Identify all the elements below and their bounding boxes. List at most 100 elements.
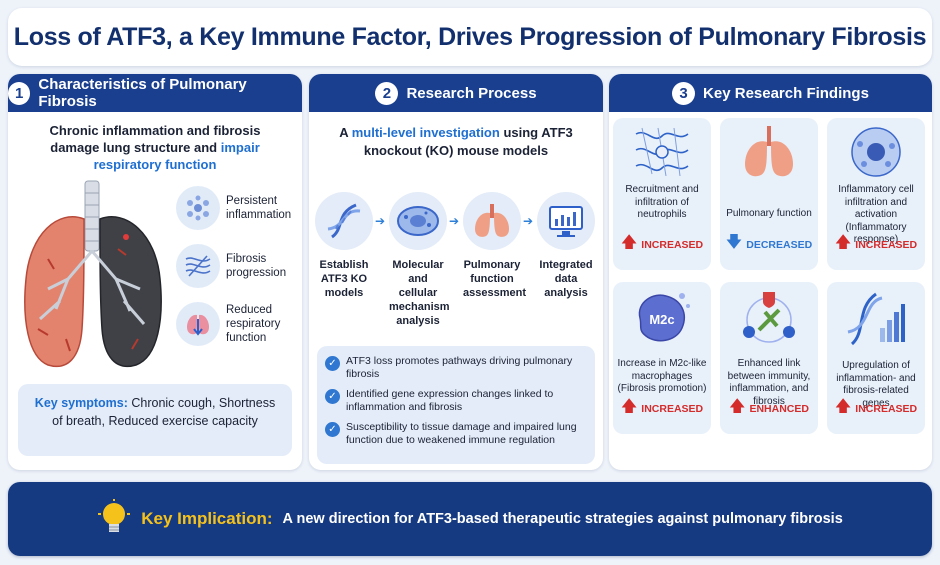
intro-highlight: multi-level investigation — [351, 125, 500, 140]
panel-title: Key Research Findings — [703, 84, 869, 102]
panel-header: 2 Research Process — [309, 74, 603, 112]
process-step: Establish ATF3 KO models — [315, 192, 373, 300]
step-number-badge: 1 — [8, 81, 31, 105]
process-step: Integrated data analysis — [537, 192, 595, 300]
arrow-up-icon: 🡅 — [620, 398, 638, 415]
title-bar: Loss of ATF3, a Key Immune Factor, Drive… — [8, 8, 932, 66]
check-icon: ✓ — [325, 389, 340, 404]
monitor-chart-icon — [537, 192, 595, 250]
panel-title: Research Process — [406, 84, 537, 102]
finding-card: Enhanced link between immunity, inflamma… — [720, 282, 818, 434]
characteristic-label: Fibrosis progression — [226, 253, 287, 279]
macrophage-icon: M2c — [638, 293, 690, 342]
panel-header: 3 Key Research Findings — [609, 74, 932, 112]
status-indicator: 🡅 INCREASED — [831, 231, 921, 258]
symptoms-text: Chronic cough, Shortness of breath, Redu… — [52, 396, 276, 428]
fibrosis-fibers-icon — [176, 244, 220, 288]
key-symptoms-box: Key symptoms: Chronic cough, Shortness o… — [18, 384, 292, 456]
finding-card: Inflammatory cell infiltration and activ… — [827, 118, 925, 270]
finding-item: ✓ Identified gene expression changes lin… — [325, 388, 587, 414]
lungs-illustration-icon — [24, 180, 162, 368]
finding-label: Upregulation of inflammation- and fibros… — [836, 360, 916, 409]
status-indicator: 🡇 DECREASED — [724, 231, 814, 258]
characteristic-label: Reduced respiratory function — [226, 304, 281, 344]
process-step: Pulmonary function assessment — [463, 192, 526, 300]
key-findings-panel: 3 Key Research Findings Recruitment and … — [609, 74, 932, 470]
key-implication-banner: Key Implication: A new direction for ATF… — [8, 482, 932, 556]
finding-text: ATF3 loss promotes pathways driving pulm… — [346, 355, 573, 380]
arrow-up-icon: 🡅 — [834, 234, 852, 251]
arrow-right-icon: ➔ — [449, 214, 460, 228]
dna-icon — [315, 192, 373, 250]
reduced-lung-icon — [176, 302, 220, 346]
finding-item: ✓ ATF3 loss promotes pathways driving pu… — [325, 355, 587, 381]
intro-text: using ATF3 knockout (KO) mouse models — [363, 125, 573, 158]
panel-title: Characteristics of Pulmonary Fibrosis — [38, 76, 247, 110]
status-text: INCREASED — [641, 402, 704, 415]
status-indicator: 🡅 INCREASED — [617, 395, 707, 422]
step-label: Integrated data analysis — [539, 259, 593, 299]
panel-header: 1 Characteristics of Pulmonary Fibrosis — [8, 74, 302, 112]
status-indicator: 🡅 ENHANCED — [724, 395, 814, 422]
finding-card: Pulmonary function 🡇 DECREASED — [720, 118, 818, 270]
process-step: Molecular and cellular mechanism analysi… — [389, 192, 450, 328]
lungs-icon — [463, 192, 521, 250]
symptoms-label: Key symptoms: — [34, 396, 128, 410]
page-title: Loss of ATF3, a Key Immune Factor, Drive… — [13, 22, 927, 51]
arrow-right-icon: ➔ — [375, 214, 386, 228]
lightbulb-icon — [98, 499, 131, 532]
status-text: INCREASED — [641, 238, 704, 251]
dna-bar-chart-icon — [847, 292, 905, 346]
arrow-up-icon: 🡅 — [729, 398, 746, 415]
inflammatory-cells-icon — [851, 127, 901, 177]
step-label: Establish ATF3 KO models — [319, 259, 369, 299]
finding-card: Upregulation of inflammation- and fibros… — [827, 282, 925, 434]
status-text: INCREASED — [855, 238, 918, 251]
check-icon: ✓ — [325, 356, 340, 371]
intro-text: Chronic inflammation and fibrosis damage… — [49, 123, 261, 155]
characteristic-label: Persistent inflammation — [226, 195, 292, 221]
intro-text: A — [339, 125, 352, 140]
immunity-link-icon — [743, 292, 795, 343]
finding-card: Recruitment and infiltration of neutroph… — [613, 118, 711, 270]
intro-highlight: impair respiratory function — [93, 140, 260, 172]
status-indicator: 🡅 INCREASED — [617, 231, 707, 258]
research-intro: A multi-level investigation using ATF3 k… — [319, 124, 593, 160]
arrow-up-icon: 🡅 — [620, 234, 638, 251]
characteristic-item: Reduced respiratory function — [176, 302, 302, 346]
step-number-badge: 2 — [375, 81, 399, 105]
step-label: Pulmonary function assessment — [463, 259, 526, 299]
characteristics-intro: Chronic inflammation and fibrosis damage… — [24, 122, 286, 173]
m2c-icon-text: M2c — [649, 312, 674, 327]
arrow-up-icon: 🡅 — [834, 398, 852, 415]
finding-item: ✓ Susceptibility to tissue damage and im… — [325, 421, 587, 447]
inflammation-cells-icon — [176, 186, 220, 230]
finding-label: Pulmonary function — [726, 208, 812, 219]
finding-label: Inflammatory cell infiltration and activ… — [838, 184, 914, 245]
finding-label: Enhanced link between immunity, inflamma… — [727, 358, 811, 407]
research-process-panel: 2 Research Process A multi-level investi… — [309, 74, 603, 470]
check-icon: ✓ — [325, 422, 340, 437]
implication-label: Key Implication: — [141, 509, 273, 528]
characteristic-item: Fibrosis progression — [176, 244, 302, 288]
characteristic-item: Persistent inflammation — [176, 186, 302, 230]
arrow-right-icon: ➔ — [523, 214, 534, 228]
step-number-badge: 3 — [672, 81, 696, 105]
finding-label: Recruitment and infiltration of neutroph… — [625, 184, 699, 220]
finding-text: Susceptibility to tissue damage and impa… — [346, 421, 577, 446]
neutrophil-network-icon — [635, 127, 689, 177]
research-findings-box: ✓ ATF3 loss promotes pathways driving pu… — [317, 346, 595, 464]
status-text: ENHANCED — [749, 402, 809, 415]
cell-icon — [389, 192, 447, 250]
status-indicator: 🡅 INCREASED — [831, 395, 921, 422]
lungs-icon — [745, 126, 793, 177]
finding-card: M2c Increase in M2c-like macrophages (Fi… — [613, 282, 711, 434]
implication-text: A new direction for ATF3-based therapeut… — [282, 511, 843, 527]
step-label: Molecular and cellular mechanism analysi… — [389, 259, 450, 327]
arrow-down-icon: 🡇 — [725, 234, 743, 251]
characteristics-panel: 1 Characteristics of Pulmonary Fibrosis … — [8, 74, 302, 470]
status-text: INCREASED — [855, 402, 918, 415]
finding-label: Increase in M2c-like macrophages (Fibros… — [617, 358, 707, 394]
status-text: DECREASED — [746, 238, 813, 251]
finding-text: Identified gene expression changes linke… — [346, 388, 554, 413]
